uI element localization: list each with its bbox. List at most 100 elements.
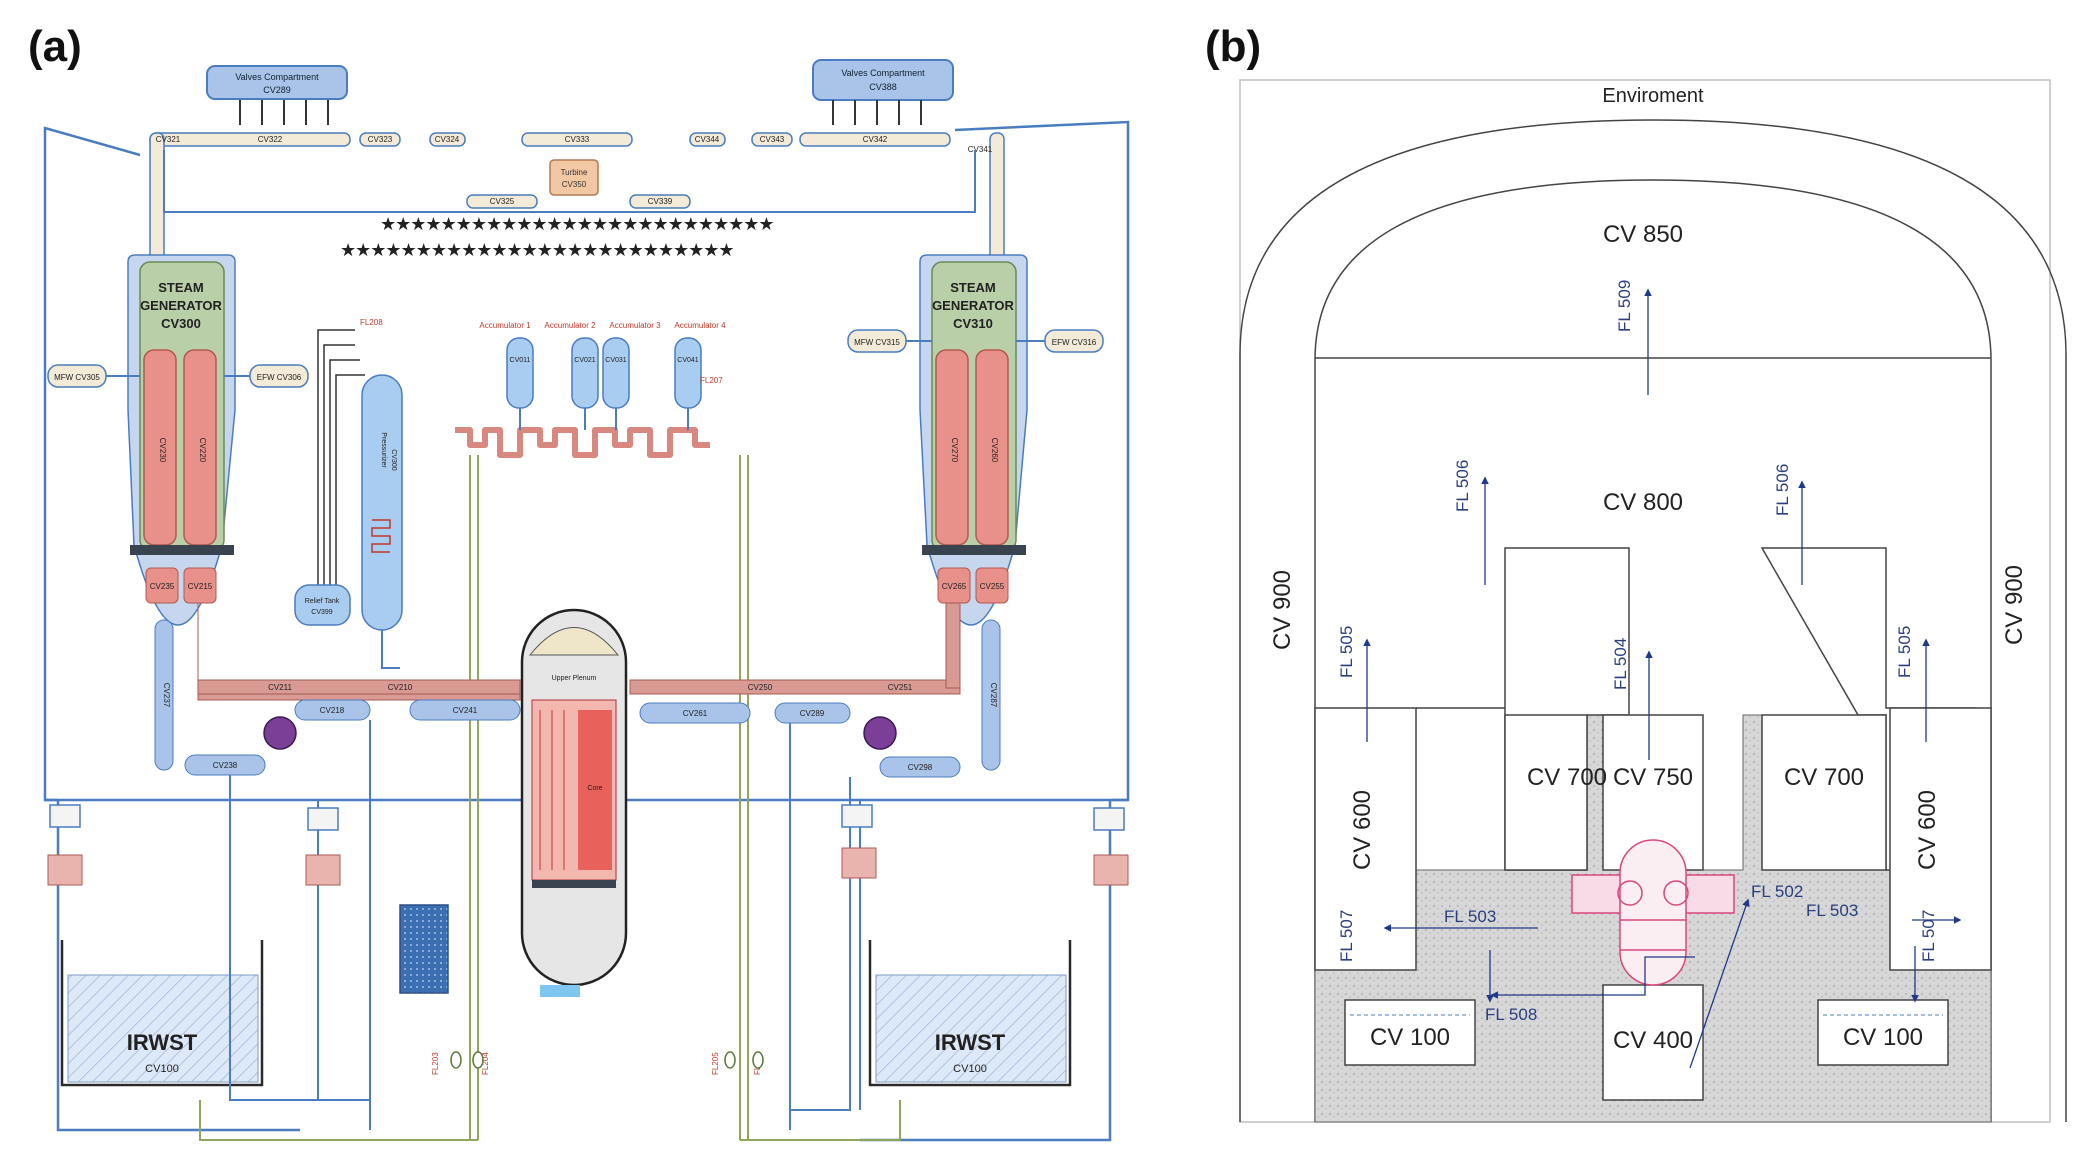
accumulator-injection-lines xyxy=(455,427,710,458)
environment-label: Enviroment xyxy=(1602,85,1704,107)
steam-generator-right: STEAM GENERATOR CV310 CV270 CV260 CV265 … xyxy=(919,254,1028,626)
relief-tank: Relief Tank CV399 xyxy=(294,584,351,626)
cv900-right-label: CV 900 xyxy=(2001,565,2028,645)
sg-left-plenum-2: CV215 xyxy=(188,582,213,591)
cold-legs xyxy=(154,619,1001,778)
panel-b-labels: CV 850 CV 800 CV 700 CV 750 CV 700 CV 10… xyxy=(1269,221,2028,1054)
accumulator-1-cv: CV011 xyxy=(510,357,531,364)
cv600-left-label: CV 600 xyxy=(1349,790,1376,870)
cv321-label: CV321 xyxy=(156,135,181,144)
turbine-bypass-line xyxy=(163,150,976,213)
efw-right-text: EFW CV316 xyxy=(1052,338,1097,347)
irwst-right: IRWST CV100 xyxy=(868,940,1072,1087)
outer-shell xyxy=(1239,119,2067,1122)
panel-a-nodalization-diagram: Valves Compartment CV289 Valves Compartm… xyxy=(43,59,1130,1142)
sg-left-tube-2: CV220 xyxy=(198,438,207,463)
irwst-right-name: IRWST xyxy=(935,1030,1006,1055)
accumulator-1-label: Accumulator 1 xyxy=(479,321,531,330)
accumulator-3-label: Accumulator 3 xyxy=(609,321,661,330)
valves-compartment-left: Valves Compartment CV289 xyxy=(206,65,348,100)
valves-compartment-left-title: Valves Compartment xyxy=(235,72,319,82)
fl504-label: FL 504 xyxy=(1611,638,1630,690)
hot-legs xyxy=(197,602,961,701)
fl506-right-label: FL 506 xyxy=(1773,464,1792,516)
cv324-label: CV324 xyxy=(435,135,460,144)
valves-compartment-right-title: Valves Compartment xyxy=(841,68,925,78)
cv251-label: CV251 xyxy=(888,683,913,692)
sg-right-line2: GENERATOR xyxy=(932,298,1014,313)
cv325-label: CV325 xyxy=(490,197,515,206)
sg-left-line2: GENERATOR xyxy=(140,298,222,313)
cv261-label: CV261 xyxy=(683,709,708,718)
small-tank xyxy=(399,904,449,994)
accumulator-drop-lines xyxy=(519,408,689,430)
cv210-label: CV210 xyxy=(388,683,413,692)
mfw-left-text: MFW CV305 xyxy=(54,373,100,382)
sg-right-tube-1: CV270 xyxy=(950,438,959,463)
injection-lines-olive xyxy=(199,455,901,1141)
reactor-coolant-pumps xyxy=(263,716,897,750)
cv342-label: CV342 xyxy=(863,135,888,144)
instrument-boxes xyxy=(49,804,1125,831)
cv343-label: CV343 xyxy=(760,135,785,144)
cv100-left-label: CV 100 xyxy=(1370,1024,1450,1051)
cv218-label: CV218 xyxy=(320,706,345,715)
irwst-right-cv: CV100 xyxy=(953,1063,987,1075)
cv238-label: CV238 xyxy=(213,761,238,770)
panel-b-label: (b) xyxy=(1205,22,1262,71)
accumulator-4-label: Accumulator 4 xyxy=(674,321,726,330)
sg-right-line3: CV310 xyxy=(953,316,993,331)
fl506-left-label: FL 506 xyxy=(1453,460,1472,512)
cv241-label: CV241 xyxy=(453,706,478,715)
sg-left-plenum-1: CV235 xyxy=(150,582,175,591)
check-valve-boxes xyxy=(47,847,1129,886)
fl208-label: FL208 xyxy=(360,318,383,327)
cv100-right-box xyxy=(1817,999,1949,1066)
cv339-label: CV339 xyxy=(648,197,673,206)
mfw-left: MFW CV305 xyxy=(47,364,107,388)
irwst-left-cv: CV100 xyxy=(145,1063,179,1075)
fl508-label: FL 508 xyxy=(1485,1005,1537,1024)
fl505-right-label: FL 505 xyxy=(1895,626,1914,678)
cv600-right-label: CV 600 xyxy=(1914,790,1941,870)
cv289-label: CV289 xyxy=(800,709,825,718)
irwst-connection-lines xyxy=(229,720,861,1130)
efw-left-text: EFW CV306 xyxy=(257,373,302,382)
sg-right-line1: STEAM xyxy=(950,280,996,295)
safety-valve-lines xyxy=(239,100,922,125)
valves-compartment-right: Valves Compartment CV388 xyxy=(812,59,954,101)
steam-generator-left: STEAM GENERATOR CV300 CV230 CV220 CV235 … xyxy=(127,254,236,626)
valves-compartment-left-cv: CV289 xyxy=(263,85,291,95)
sg-right-plenum-2: CV255 xyxy=(980,582,1005,591)
turbine-cv: CV350 xyxy=(562,180,587,189)
stars-row-2: ★★★★★★★★★★★★★★★★★★★★★★★★★★ xyxy=(340,240,734,260)
fl207-label: FL207 xyxy=(700,376,723,385)
fl503-left-label: FL 503 xyxy=(1444,907,1496,926)
cv100-right-label: CV 100 xyxy=(1843,1024,1923,1051)
steam-line-labels: CV321 CV322 CV323 CV324 CV333 CV344 CV34… xyxy=(156,135,993,206)
fl505-left-label: FL 505 xyxy=(1337,626,1356,678)
efw-right: EFW CV316 xyxy=(1044,329,1104,353)
core-label: Core xyxy=(587,785,602,792)
sg-left-line1: STEAM xyxy=(158,280,204,295)
cv700-left-label: CV 700 xyxy=(1527,764,1607,791)
irwst-left: IRWST CV100 xyxy=(60,940,264,1087)
inner-shell xyxy=(1314,179,1992,1122)
relief-tank-name: Relief Tank xyxy=(305,598,340,605)
relief-tank-cv: CV399 xyxy=(311,609,333,616)
valves-compartment-right-cv: CV388 xyxy=(869,82,897,92)
cv100-left-box xyxy=(1344,999,1476,1066)
hot-leg-labels: CV211 CV210 CV250 CV251 xyxy=(268,683,913,692)
fl204-label: FL204 xyxy=(481,1052,490,1075)
fl203-label: FL203 xyxy=(431,1052,440,1075)
cv211-label: CV211 xyxy=(268,683,292,692)
cv700-right-body xyxy=(1761,714,1887,871)
efw-left: EFW CV306 xyxy=(249,364,309,388)
pressurizer-relief-lines xyxy=(317,329,365,600)
pressurizer-surge-line xyxy=(381,630,400,669)
cv344-label: CV344 xyxy=(695,135,720,144)
accumulator-2-label: Accumulator 2 xyxy=(544,321,596,330)
fl503-right-label: FL 503 xyxy=(1806,901,1858,920)
pressurizer-cv: CV300 xyxy=(390,449,397,471)
fl507-left-label: FL 507 xyxy=(1337,910,1356,962)
